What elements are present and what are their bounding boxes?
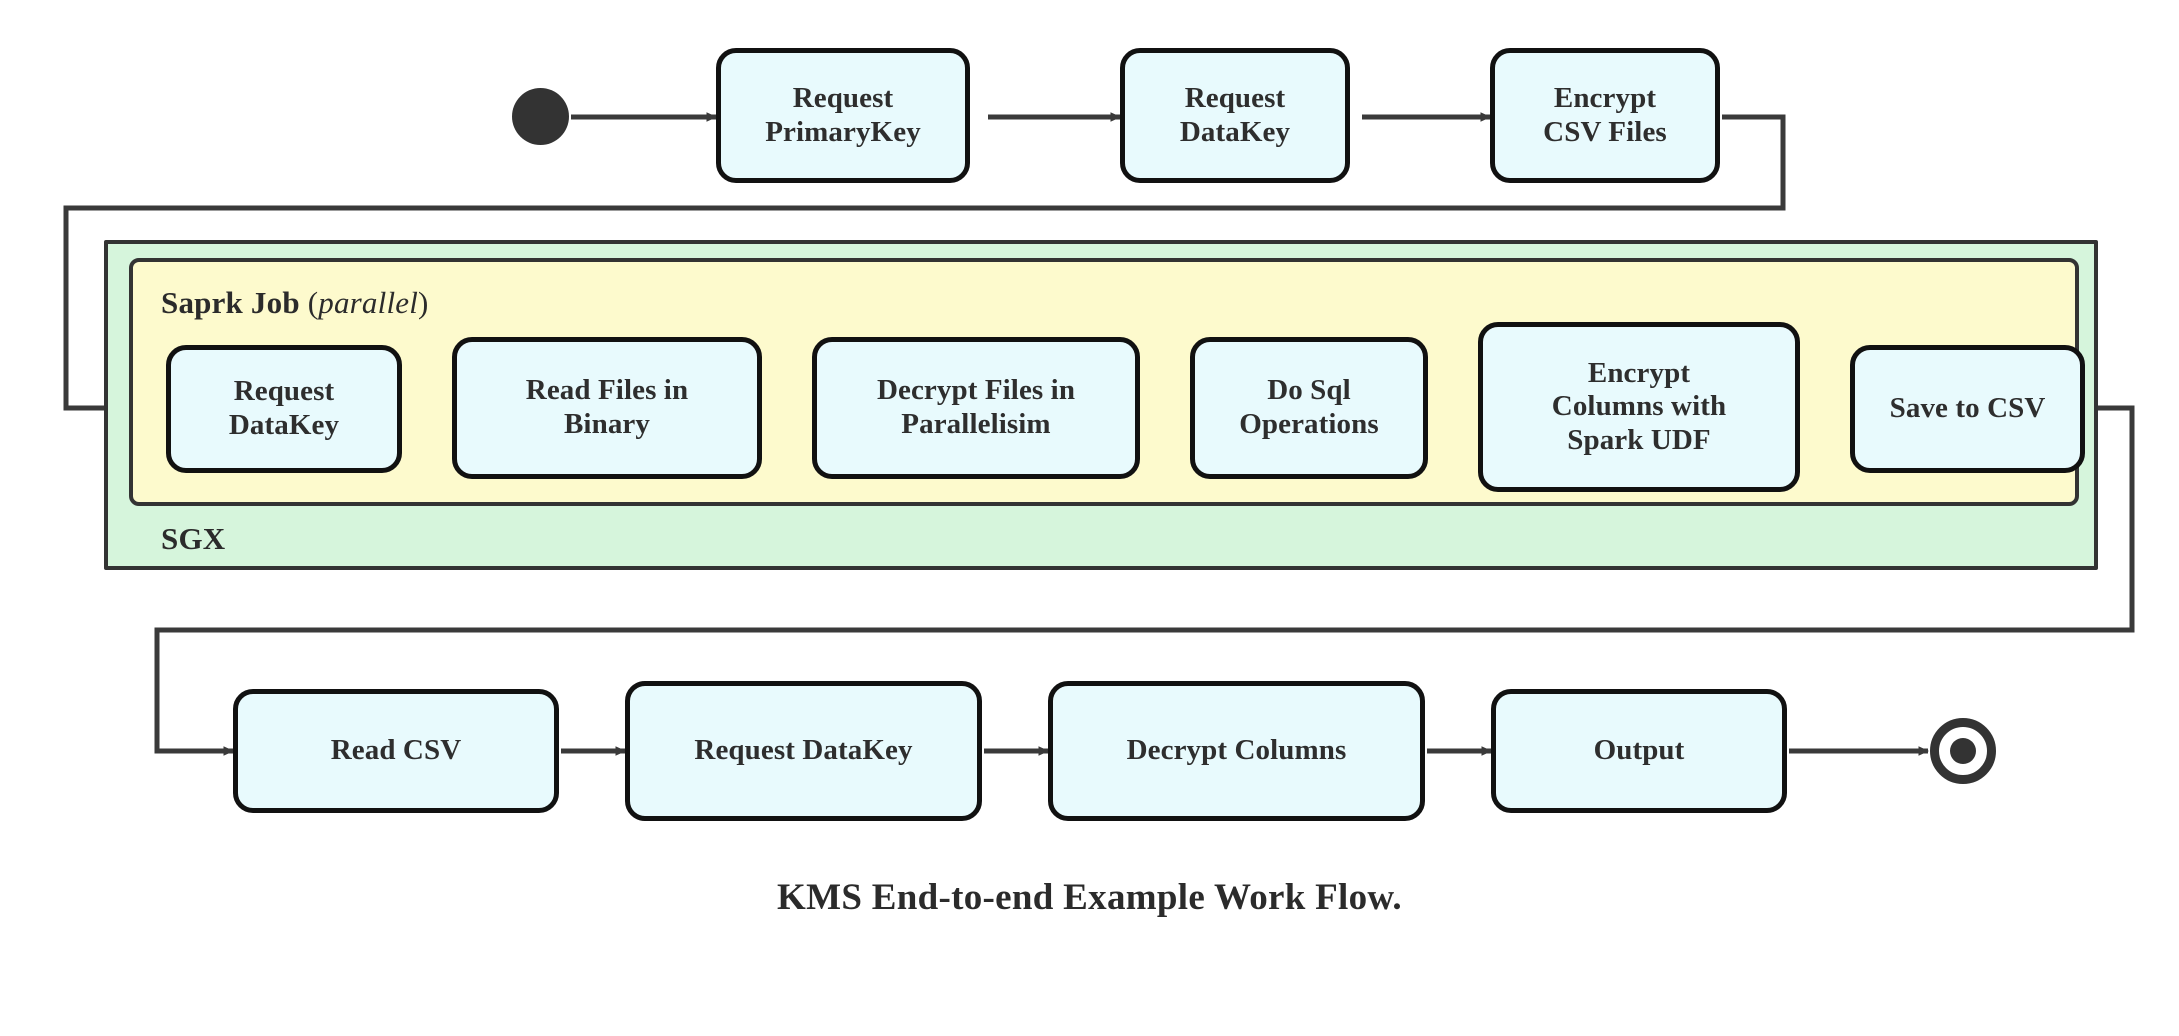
node-label-line: DataKey bbox=[1179, 115, 1291, 148]
node-label-line: Spark UDF bbox=[1567, 423, 1711, 456]
node-label-line: Request bbox=[1184, 81, 1286, 114]
node-label-line: Binary bbox=[563, 408, 650, 440]
spark-paren-open: ( bbox=[299, 285, 319, 320]
final-state-node-core bbox=[1950, 738, 1976, 764]
spark-job-title: Saprk Job bbox=[161, 285, 300, 320]
node-read-files-in-binary[interactable]: Read Files in Binary bbox=[452, 337, 762, 479]
node-label-line: Decrypt Columns bbox=[1126, 734, 1347, 767]
node-output[interactable]: Output bbox=[1491, 689, 1787, 813]
node-do-sql-operations[interactable]: Do Sql Operations bbox=[1190, 337, 1428, 479]
node-label-line: Request bbox=[792, 81, 894, 114]
spark-paren-close: ) bbox=[418, 285, 429, 320]
node-request-primarykey[interactable]: Request PrimaryKey bbox=[716, 48, 970, 183]
node-label-line: Read Files in bbox=[525, 374, 689, 407]
node-label-line: PrimaryKey bbox=[765, 115, 921, 148]
spark-job-container-label: Saprk Job (parallel) bbox=[161, 285, 429, 321]
node-save-to-csv[interactable]: Save to CSV bbox=[1850, 345, 2085, 473]
diagram-caption: KMS End-to-end Example Work Flow. bbox=[777, 877, 1402, 918]
node-encrypt-csv-files[interactable]: Encrypt CSV Files bbox=[1490, 48, 1720, 183]
node-decrypt-files-in-parallelisim[interactable]: Decrypt Files in Parallelisim bbox=[812, 337, 1140, 479]
node-decrypt-columns[interactable]: Decrypt Columns bbox=[1048, 681, 1425, 821]
node-request-datakey-top[interactable]: Request DataKey bbox=[1120, 48, 1350, 183]
node-label-line: Read CSV bbox=[330, 734, 462, 767]
node-label-line: Columns with bbox=[1551, 390, 1727, 423]
node-label-line: Parallelisim bbox=[901, 408, 1051, 440]
initial-state-node bbox=[512, 88, 569, 145]
node-label-line: Output bbox=[1593, 734, 1685, 767]
node-request-datakey-spark[interactable]: Request DataKey bbox=[166, 345, 402, 473]
node-label-line: Request DataKey bbox=[694, 734, 913, 767]
node-label-line: DataKey bbox=[228, 409, 340, 441]
final-state-node bbox=[1930, 718, 1996, 784]
node-encrypt-columns-with-spark-udf[interactable]: Encrypt Columns with Spark UDF bbox=[1478, 322, 1800, 492]
sgx-container-label: SGX bbox=[161, 521, 226, 556]
node-label-line: Operations bbox=[1239, 408, 1379, 440]
node-read-csv[interactable]: Read CSV bbox=[233, 689, 559, 813]
spark-parallel-annotation: parallel bbox=[318, 285, 419, 320]
node-label-line: Encrypt bbox=[1553, 81, 1657, 114]
node-label-line: Save to CSV bbox=[1889, 392, 2046, 425]
node-label-line: Do Sql bbox=[1267, 374, 1351, 407]
node-request-datakey-bottom[interactable]: Request DataKey bbox=[625, 681, 982, 821]
node-label-line: CSV Files bbox=[1543, 115, 1667, 148]
node-label-line: Request bbox=[233, 375, 335, 408]
node-label-line: Decrypt Files in bbox=[876, 374, 1076, 407]
node-label-line: Encrypt bbox=[1587, 356, 1691, 389]
